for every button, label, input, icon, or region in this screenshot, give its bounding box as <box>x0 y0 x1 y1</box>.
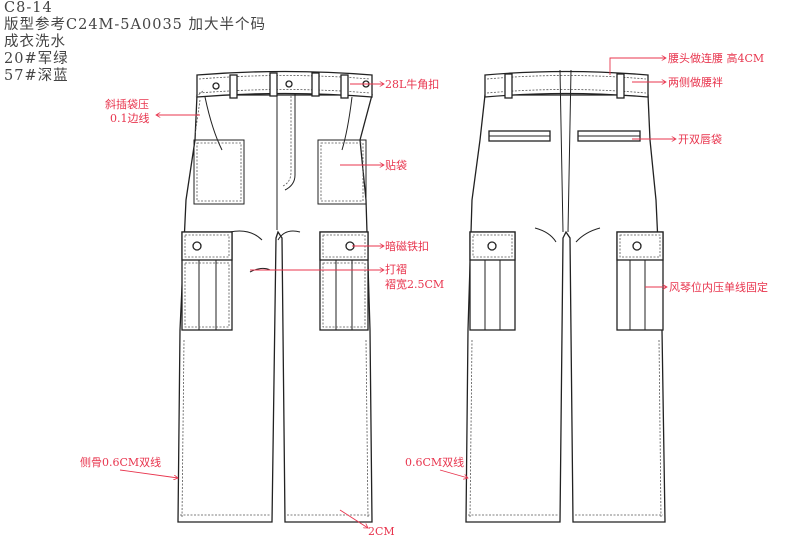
label-pleat: 打褶 <box>385 262 407 276</box>
cargo-flap-left <box>181 231 233 261</box>
waist-button <box>212 82 220 90</box>
label-welt-pocket: 开双唇袋 <box>678 132 722 146</box>
color-1: 20#军绿 <box>4 51 69 67</box>
patch-pocket-right <box>317 139 367 205</box>
back-annotations: 腰头做连腰 高4CM 两侧做腰袢 开双唇袋 风琴位内压单线固定 0.6CM双线 <box>405 51 768 478</box>
belt-loop <box>269 72 278 97</box>
label-slant-pocket: 斜插袋压 <box>105 97 149 111</box>
belt-loop <box>229 74 238 99</box>
front-annotations: 28L牛角扣 斜插袋压 0.1边线 贴袋 暗磁铁扣 打褶 褶宽2.5CM 侧骨0… <box>80 77 444 538</box>
label-belt-loops: 两侧做腰袢 <box>668 75 723 89</box>
patch-pocket-left <box>193 139 245 205</box>
label-pleat-width: 褶宽2.5CM <box>385 277 444 291</box>
label-double-stitch: 0.6CM双线 <box>405 455 464 469</box>
back-view <box>465 69 666 523</box>
spec-header: C8-14 版型参考C24M-5A0035 加大半个码 成衣洗水 20#军绿 5… <box>4 0 266 85</box>
front-waistband <box>196 70 373 98</box>
cargo-flap-right <box>319 231 369 261</box>
label-button: 28L牛角扣 <box>385 77 439 91</box>
slant-pocket-left <box>204 96 223 151</box>
magnet-button <box>192 241 202 251</box>
front-view <box>177 70 373 523</box>
label-edge-stitch: 0.1边线 <box>110 111 150 125</box>
label-waistband: 腰头做连腰 高4CM <box>668 51 764 65</box>
label-hem: 2CM <box>368 525 395 538</box>
fly <box>276 94 296 230</box>
belt-loop <box>340 74 349 99</box>
label-patch-pocket: 贴袋 <box>385 158 407 172</box>
label-side-seam: 侧骨0.6CM双线 <box>80 455 161 469</box>
pattern-reference: 版型参考C24M-5A0035 加大半个码 <box>4 17 266 33</box>
belt-loop <box>311 72 320 97</box>
label-magnet: 暗磁铁扣 <box>385 239 429 253</box>
waist-button <box>285 80 293 88</box>
belt-loop <box>504 73 513 99</box>
label-bellows: 风琴位内压单线固定 <box>669 280 768 294</box>
belt-loop <box>616 73 625 99</box>
back-center-seam <box>559 69 572 233</box>
wash-note: 成衣洗水 <box>4 34 66 50</box>
color-2: 57#深蓝 <box>4 68 69 84</box>
pleat-mark <box>229 230 301 241</box>
slant-pocket-right <box>341 96 353 151</box>
style-number: C8-14 <box>4 0 53 16</box>
